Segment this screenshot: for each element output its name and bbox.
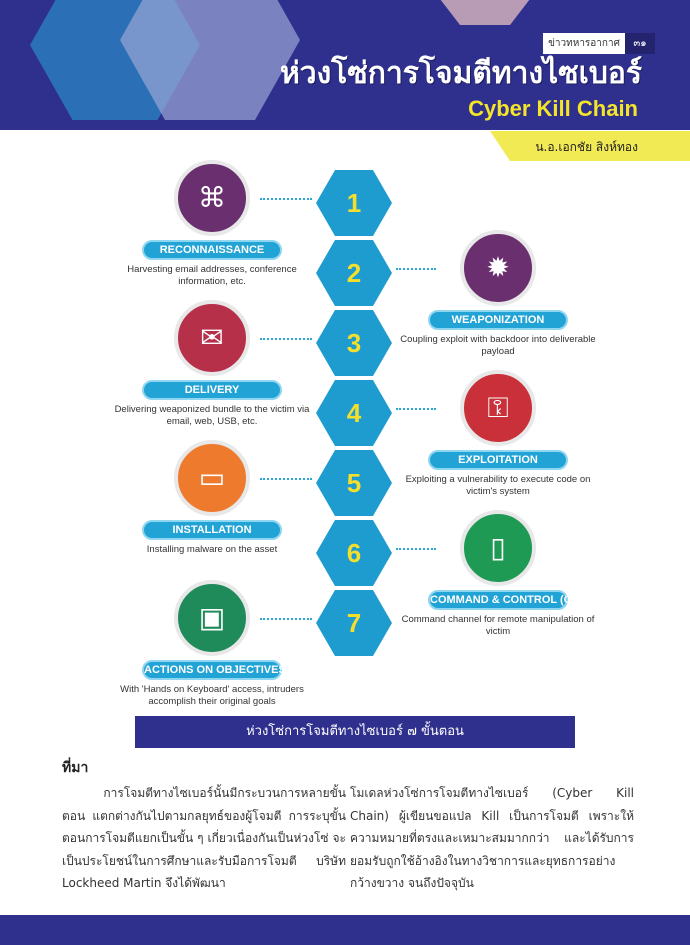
author-band [490, 131, 690, 161]
section-heading: ที่มา [62, 760, 89, 776]
step-number-hexagon: 2 [316, 240, 392, 306]
page-subtitle: Cyber Kill Chain [468, 96, 638, 121]
step-label: INSTALLATION [142, 520, 282, 540]
kill-chain-step: ✹ WEAPONIZATION Coupling exploit with ba… [398, 230, 598, 358]
binoculars-icon: ⌘ [174, 160, 250, 236]
step-description: Installing malware on the asset [146, 544, 278, 555]
step-description: With 'Hands on Keyboard' access, intrude… [120, 684, 304, 707]
connector-dots [396, 548, 436, 550]
step-label: WEAPONIZATION [428, 310, 568, 330]
step-description: Coupling exploit with backdoor into deli… [400, 334, 596, 357]
kill-chain-step: ▣ ACTIONS ON OBJECTIVES With 'Hands on K… [112, 580, 312, 708]
kill-chain-step: ▭ INSTALLATION Installing malware on the… [112, 440, 312, 556]
lock-icon: ⚿ [460, 370, 536, 446]
step-label: DELIVERY [142, 380, 282, 400]
page-number: ๓๑ [625, 33, 655, 54]
step-description: Harvesting email addresses, conference i… [127, 264, 297, 287]
step-description: Exploiting a vulnerability to execute co… [405, 474, 591, 497]
step-label: EXPLOITATION [428, 450, 568, 470]
step-number-hexagon: 7 [316, 590, 392, 656]
step-label: RECONNAISSANCE [142, 240, 282, 260]
connector-dots [396, 268, 436, 270]
envelope-icon: ✉ [174, 300, 250, 376]
decor-hexagon [435, 0, 535, 25]
kill-chain-step: ▯ COMMAND & CONTROL (C2) Command channel… [398, 510, 598, 638]
footer-band [0, 915, 690, 945]
virus-icon: ✹ [460, 230, 536, 306]
step-number-hexagon: 4 [316, 380, 392, 446]
kill-chain-step: ⚿ EXPLOITATION Exploiting a vulnerabilit… [398, 370, 598, 498]
body-column-2: โมเดลห่วงโซ่การโจมตีทางไซเบอร์ (Cyber Ki… [350, 786, 634, 890]
step-number-hexagon: 6 [316, 520, 392, 586]
connector-dots [260, 618, 312, 620]
header-band [0, 0, 690, 130]
step-number-hexagon: 1 [316, 170, 392, 236]
step-number-hexagon: 5 [316, 450, 392, 516]
step-description: Delivering weaponized bundle to the vict… [114, 404, 310, 427]
section-tag: ข่าวทหารอากาศ [543, 33, 625, 54]
connector-dots [396, 408, 436, 410]
connector-dots [260, 478, 312, 480]
figure-caption: ห่วงโซ่การโจมตีทางไซเบอร์ ๗ ขั้นตอน [135, 716, 575, 748]
page-title: ห่วงโซ่การโจมตีทางไซเบอร์ [280, 56, 642, 91]
connector-dots [260, 338, 312, 340]
kill-chain-step: ✉ DELIVERY Delivering weaponized bundle … [112, 300, 312, 428]
body-column-1: การโจมตีทางไซเบอร์นั้นมีกระบวนการหลายขั้… [62, 786, 346, 890]
connector-dots [260, 198, 312, 200]
author: น.อ.เอกชัย สิงห์ทอง [535, 140, 638, 154]
remote-control-icon: ▯ [460, 510, 536, 586]
step-description: Command channel for remote manipulation … [401, 614, 595, 637]
kill-chain-step: ⌘ RECONNAISSANCE Harvesting email addres… [112, 160, 312, 288]
step-label: ACTIONS ON OBJECTIVES [142, 660, 286, 680]
step-number-hexagon: 3 [316, 310, 392, 376]
monitor-hands-icon: ▣ [174, 580, 250, 656]
install-screen-icon: ▭ [174, 440, 250, 516]
step-label: COMMAND & CONTROL (C2) [428, 590, 581, 610]
